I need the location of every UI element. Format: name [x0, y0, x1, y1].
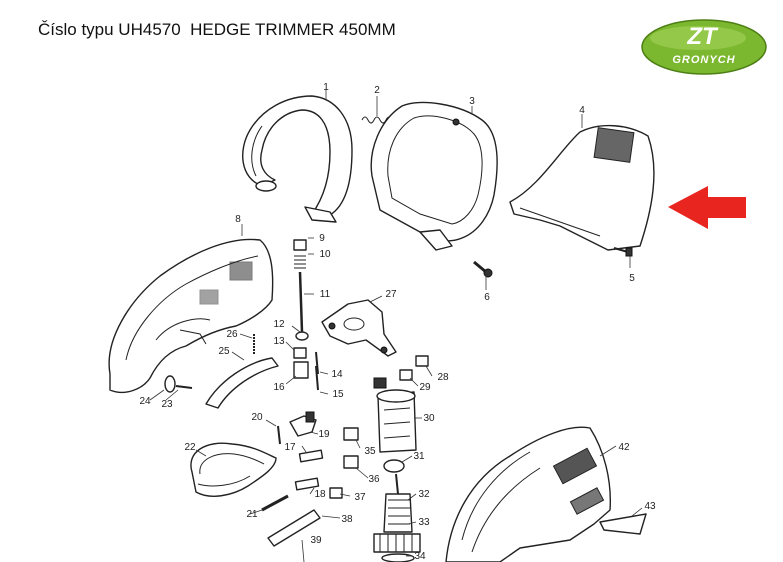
part-17 — [298, 449, 324, 463]
part-front-grip — [190, 442, 277, 497]
part-screw-6 — [473, 260, 493, 278]
callout-15: 15 — [332, 389, 344, 400]
part-rod-15 — [315, 365, 319, 391]
callout-5: 5 — [629, 273, 635, 284]
leader-lines — [149, 90, 643, 557]
part-curved-lever-25 — [205, 357, 279, 409]
callout-19: 19 — [318, 429, 330, 440]
part-35 — [343, 427, 359, 441]
callout-30: 30 — [423, 413, 435, 424]
part-washer-12 — [295, 331, 309, 341]
callout-24: 24 — [139, 396, 151, 407]
part-29 — [399, 369, 413, 381]
part-block-13 — [293, 347, 307, 359]
part-pin-21 — [261, 494, 289, 512]
callout-1: 1 — [323, 82, 329, 93]
callout-21: 21 — [246, 509, 258, 520]
part-handle-frame — [370, 101, 498, 251]
part-motor-housing — [445, 426, 612, 562]
callout-16: 16 — [273, 382, 285, 393]
callout-17: 17 — [284, 442, 296, 453]
callout-32: 32 — [418, 489, 430, 500]
part-rear-handle — [242, 95, 353, 223]
callout-27: 27 — [385, 289, 397, 300]
callout-22: 22 — [184, 442, 196, 453]
part-guard-plate — [509, 124, 655, 251]
callout-11: 11 — [320, 289, 331, 300]
callout-14: 14 — [331, 369, 343, 380]
part-bearing-31 — [383, 459, 405, 473]
callout-8: 8 — [235, 214, 241, 225]
callout-28: 28 — [437, 372, 449, 383]
callout-18: 18 — [314, 489, 326, 500]
part-spring-10 — [294, 255, 306, 269]
part-switch-16 — [293, 361, 309, 379]
callout-labels: 1 2 3 4 5 6 8 9 10 11 12 13 14 15 16 17 … — [139, 82, 656, 562]
diagram-title: Číslo typu UH4570 HEDGE TRIMMER 450MM — [38, 20, 396, 39]
callout-6: 6 — [484, 292, 490, 303]
callout-9: 9 — [319, 233, 325, 244]
part-armature — [373, 473, 421, 562]
callout-42: 42 — [618, 442, 630, 453]
highlight-arrow — [668, 186, 746, 229]
callout-13: 13 — [273, 336, 285, 347]
callout-38: 38 — [341, 514, 353, 525]
callout-4: 4 — [579, 105, 585, 116]
part-rod-38 — [267, 509, 321, 547]
part-blade-43 — [599, 513, 647, 535]
callout-34: 34 — [414, 551, 426, 562]
brand-logo: ZT GRONYCH — [641, 19, 767, 75]
callout-39: 39 — [310, 535, 322, 546]
part-37 — [329, 487, 343, 499]
part-nut-9 — [293, 239, 307, 251]
callout-33: 33 — [418, 517, 430, 528]
part-field-stator — [376, 389, 417, 453]
part-rod-11 — [298, 271, 304, 333]
callout-29: 29 — [419, 382, 431, 393]
part-36 — [343, 455, 359, 469]
callout-20: 20 — [251, 412, 263, 423]
part-spring — [361, 116, 393, 124]
callout-35: 35 — [364, 446, 376, 457]
part-knob-24 — [164, 375, 176, 393]
callout-36: 36 — [368, 474, 380, 485]
part-18 — [294, 477, 320, 491]
part-screw-23 — [175, 385, 193, 389]
callout-43: 43 — [644, 501, 656, 512]
callout-26: 26 — [226, 329, 238, 340]
callout-23: 23 — [161, 399, 173, 410]
part-pin-20 — [277, 425, 281, 445]
logo-mark: ZT — [686, 23, 719, 50]
callout-37: 37 — [354, 492, 366, 503]
callout-31: 31 — [413, 451, 425, 462]
callout-2: 2 — [374, 85, 380, 96]
part-screw-5 — [613, 247, 633, 257]
callout-25: 25 — [218, 346, 230, 357]
part-pin-14 — [315, 351, 319, 375]
part-lever-19 — [289, 411, 317, 437]
part-housing-left — [108, 238, 274, 394]
part-switch-housing — [321, 299, 397, 357]
part-brush — [373, 377, 387, 389]
callout-10: 10 — [319, 249, 331, 260]
part-28 — [415, 355, 429, 367]
callout-3: 3 — [469, 96, 475, 107]
callout-12: 12 — [273, 319, 285, 330]
logo-wordmark: GRONYCH — [672, 54, 735, 66]
